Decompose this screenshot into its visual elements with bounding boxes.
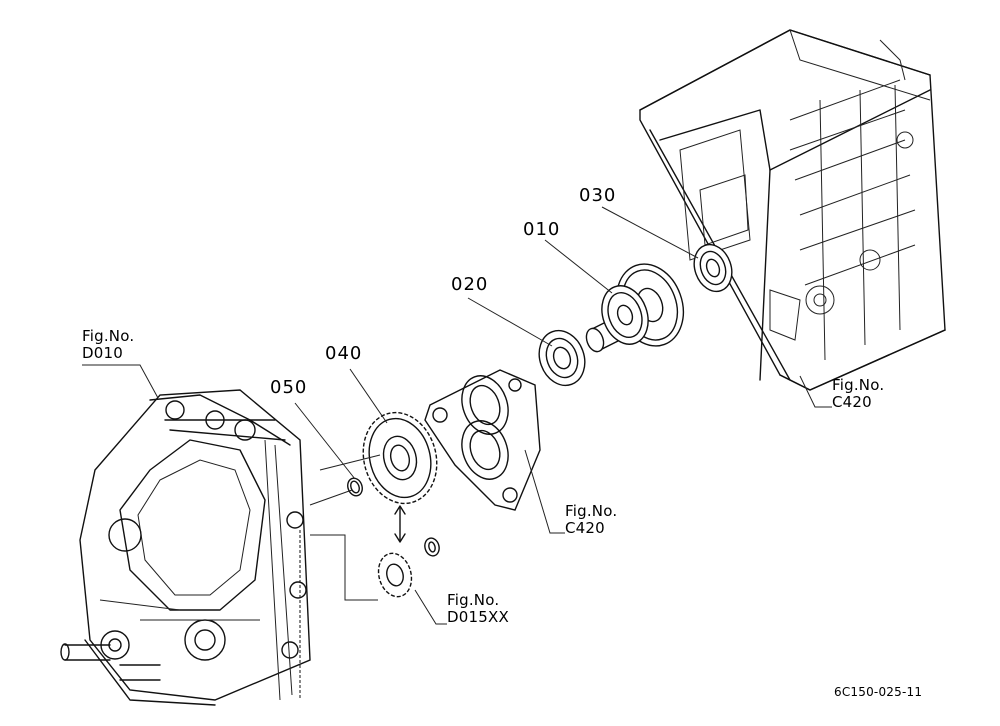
bearing-020 xyxy=(538,329,586,387)
fig-ref-d015xx-line1: Fig.No. xyxy=(447,591,500,609)
assembly-lines xyxy=(299,454,381,700)
part-label-040: 040 xyxy=(325,343,363,364)
drawing-code: 6C150-025-11 xyxy=(834,685,923,699)
fig-ref-d010-line2: D010 xyxy=(82,344,123,362)
transmission-housing-right xyxy=(639,29,946,391)
bearing-support-plate xyxy=(424,369,541,511)
fig-ref-d010-line1: Fig.No. xyxy=(82,327,135,345)
fig-ref-d015xx-line2: D015XX xyxy=(447,608,509,626)
fig-ref-c420-housing-line1: Fig.No. xyxy=(832,376,885,394)
gear-d015xx xyxy=(377,537,440,598)
fig-ref-c420-plate-line2: C420 xyxy=(565,519,605,537)
part-label-020: 020 xyxy=(451,274,489,295)
transmission-housing-left xyxy=(60,389,311,706)
fig-ref-d010: Fig.No. D010 xyxy=(82,328,134,362)
part-label-010: 010 xyxy=(523,219,561,240)
engagement-arrow xyxy=(394,505,406,543)
part-label-030: 030 xyxy=(579,185,617,206)
fig-ref-c420-plate: Fig.No. C420 xyxy=(565,503,617,537)
gear-040 xyxy=(362,411,438,505)
gear-shaft-010 xyxy=(585,263,685,353)
leader-lines xyxy=(82,206,832,625)
bearing-030 xyxy=(693,243,733,293)
fig-ref-c420-housing-line2: C420 xyxy=(832,393,872,411)
fig-ref-c420-plate-line1: Fig.No. xyxy=(565,502,618,520)
circlip-050 xyxy=(347,477,363,497)
fig-ref-c420-housing: Fig.No. C420 xyxy=(832,377,884,411)
fig-ref-d015xx: Fig.No. D015XX xyxy=(447,592,509,626)
part-label-050: 050 xyxy=(270,377,308,398)
